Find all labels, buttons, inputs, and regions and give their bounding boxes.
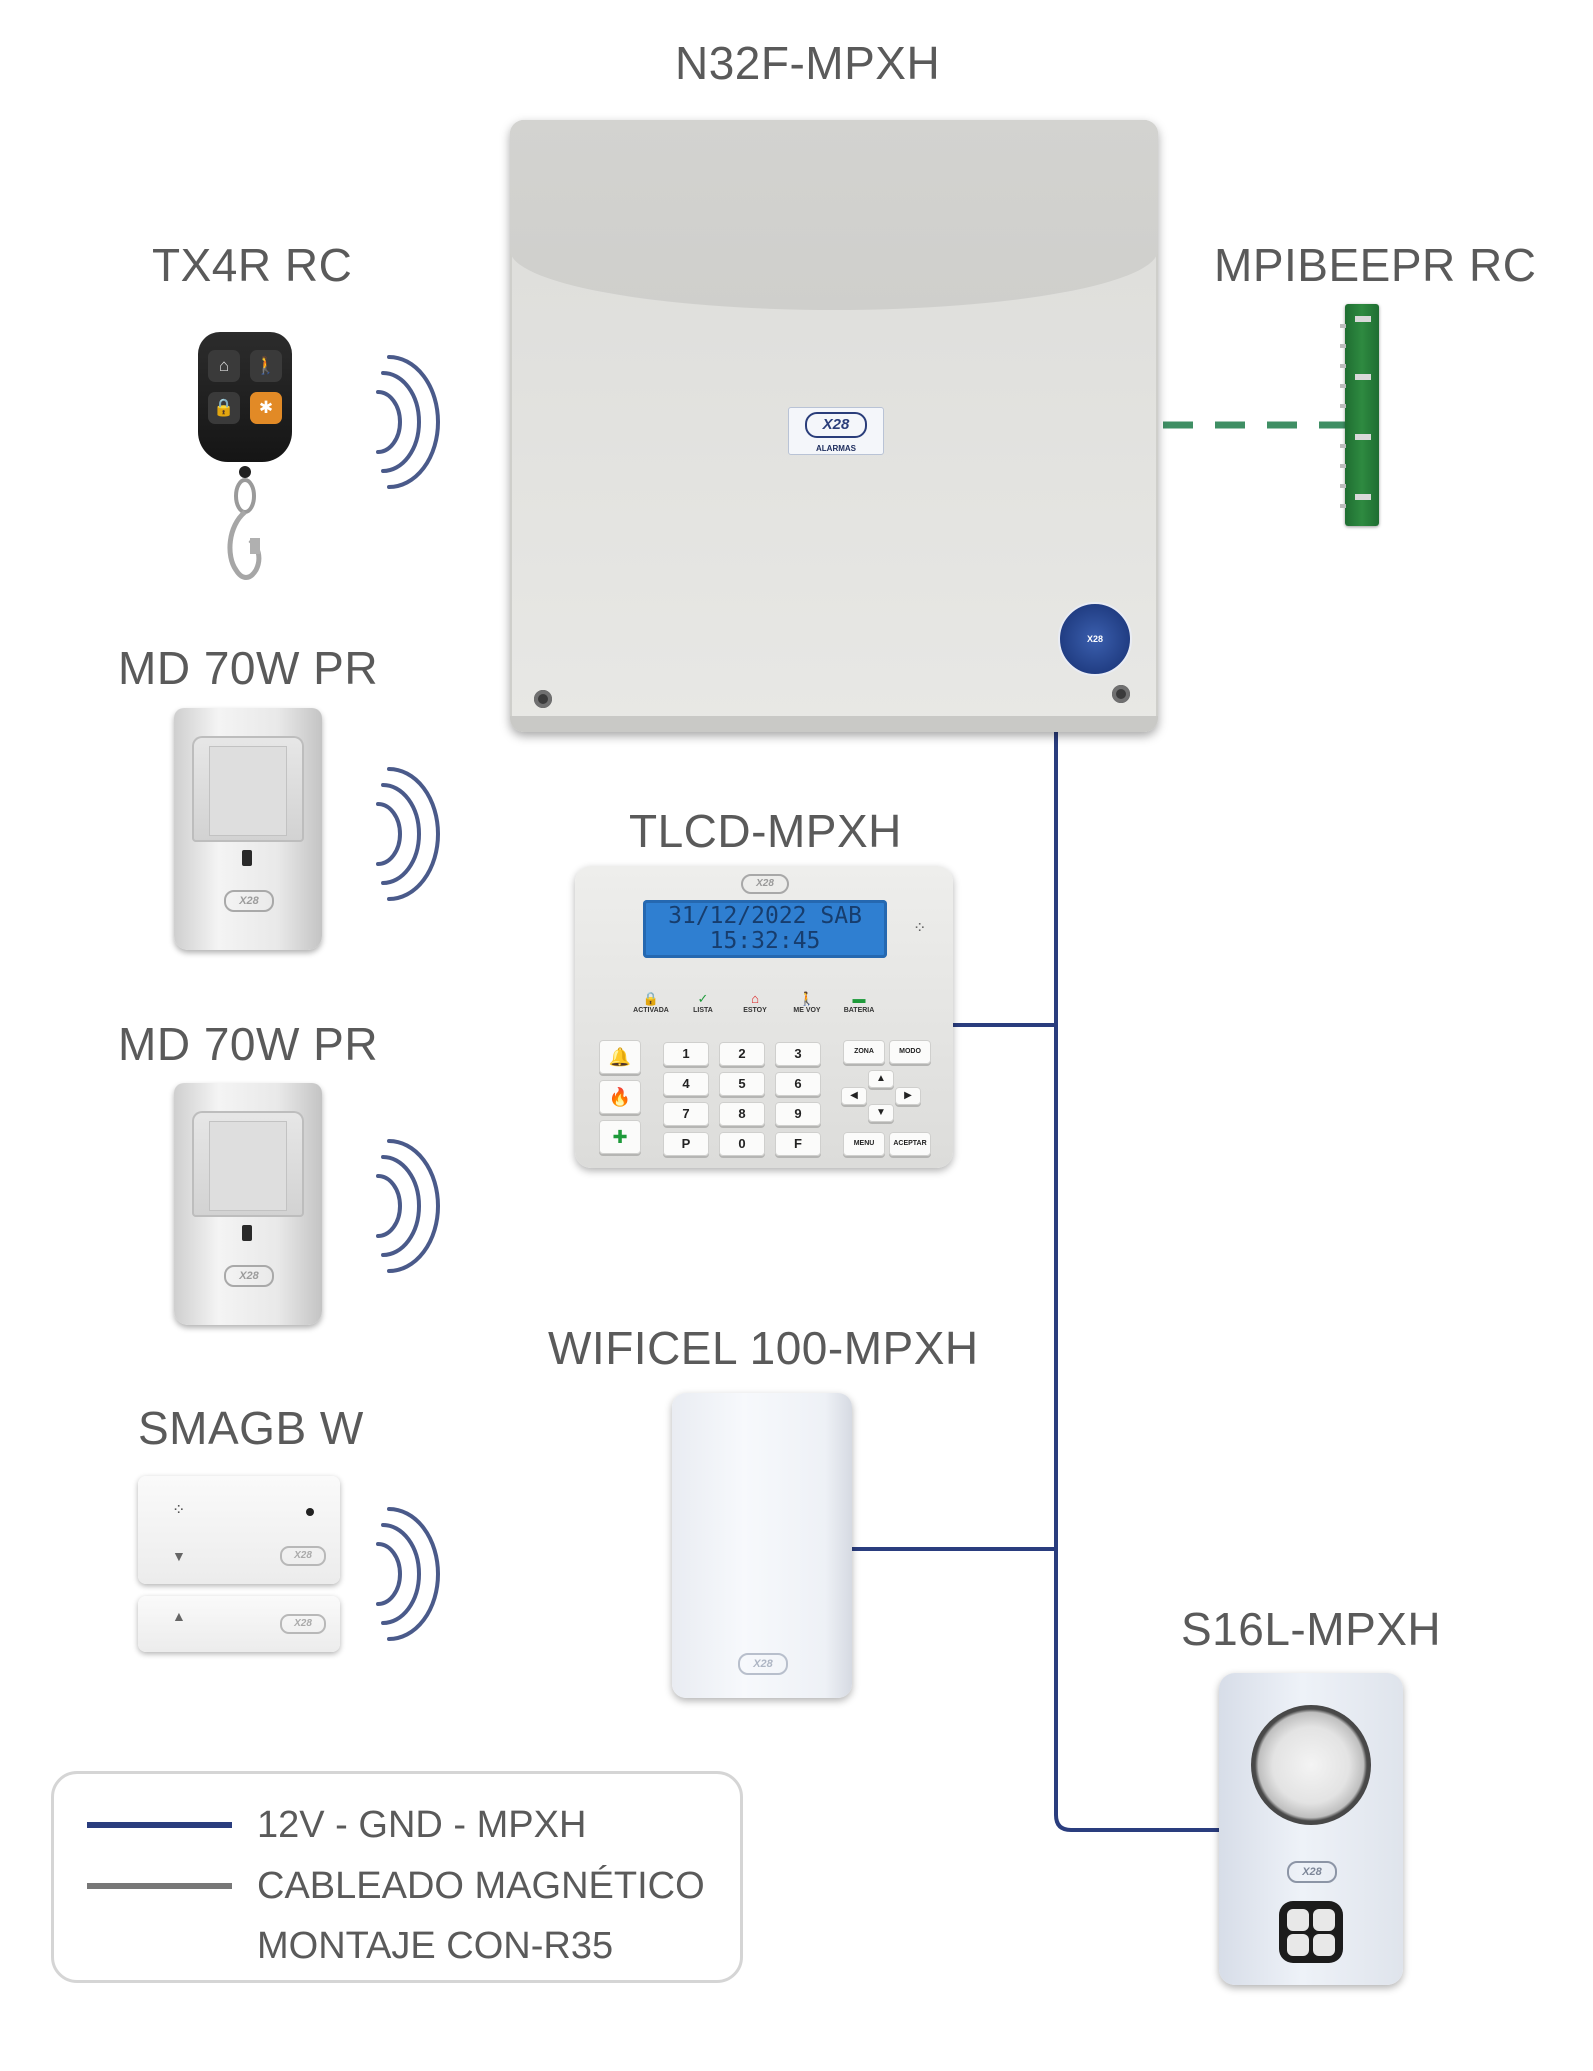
siren-label: S16L-MPXH: [1181, 1603, 1442, 1655]
wifi-cellular-module: X28: [672, 1393, 852, 1698]
pir1-label: MD 70W PR: [118, 642, 379, 694]
keypad-indicators: 🔒ACTIVADA ✓LISTA ⌂ESTOY 🚶ME VOY ▬BATERIA: [625, 990, 885, 1022]
keypad-label: TLCD-MPXH: [629, 805, 902, 857]
indicator-lista: ✓LISTA: [693, 991, 713, 1014]
panel-screw-left: [534, 690, 552, 708]
key-modo: MODO: [889, 1040, 931, 1064]
key-2: 2: [719, 1042, 765, 1066]
medical-key-icon: ✚: [599, 1120, 641, 1154]
panel-seal-sticker: X28: [1058, 602, 1132, 676]
alarm-panel: X28 ALARMAS X28: [510, 120, 1158, 732]
fire-key-icon: 🔥: [599, 1080, 641, 1114]
receiver-module: [1340, 304, 1379, 526]
magnetic-contact-transmitter: ⁘ ▼ X28: [138, 1476, 340, 1584]
siren-horn-icon: [1251, 1705, 1371, 1825]
key-p: P: [663, 1132, 709, 1156]
key-aceptar: ACEPTAR: [889, 1132, 931, 1156]
arrow-left-key-icon: ◀: [841, 1087, 867, 1105]
remote-lock-button-icon: 🔒: [208, 392, 240, 424]
remote-star-button-icon: ✱: [250, 392, 282, 424]
remote-home-button-icon: ⌂: [208, 350, 240, 382]
magnetic-contact-magnet: ▲ X28: [138, 1596, 340, 1652]
pir2-label: MD 70W PR: [118, 1018, 379, 1070]
remote-label: TX4R RC: [152, 239, 353, 291]
key-6: 6: [775, 1072, 821, 1096]
magnetic-led-icon: [306, 1508, 314, 1516]
legend: 12V - GND - MPXH CABLEADO MAGNÉTICO MONT…: [51, 1771, 743, 1983]
receiver-label: MPIBEEPR RC: [1214, 239, 1537, 291]
bus-trunk-line: [1054, 732, 1219, 1832]
key-0: 0: [719, 1132, 765, 1156]
magnetic-label: SMAGB W: [138, 1402, 364, 1454]
pir-sensor-2: X28: [174, 1083, 322, 1325]
remote-walk-button-icon: 🚶: [250, 350, 282, 382]
key-8: 8: [719, 1102, 765, 1126]
panic-bell-key-icon: 🔔: [599, 1040, 641, 1074]
indicator-bateria: ▬BATERIA: [843, 991, 875, 1014]
strobe-siren: X28: [1219, 1673, 1403, 1985]
key-f: F: [775, 1132, 821, 1156]
lcd-keypad: X28 31/12/2022 SAB 15:32:45 ⁘ 🔒ACTIVADA …: [575, 866, 953, 1168]
key-menu: MENU: [843, 1132, 885, 1156]
strobe-light-icon: [1279, 1901, 1343, 1963]
wireless-signal-pir1: [376, 767, 440, 901]
keyring-icon: [227, 466, 262, 580]
speaker-icon: ⁘: [913, 920, 927, 937]
arrow-right-key-icon: ▶: [895, 1087, 921, 1105]
remote-control: ⌂ 🚶 🔒 ✱: [198, 332, 292, 462]
key-4: 4: [663, 1072, 709, 1096]
wireless-signal-remote: [376, 355, 440, 489]
key-zona: ZONA: [843, 1040, 885, 1064]
key-9: 9: [775, 1102, 821, 1126]
magnetic-speaker-icon: ⁘: [172, 1502, 186, 1519]
panel-label: N32F-MPXH: [675, 37, 941, 89]
key-7: 7: [663, 1102, 709, 1126]
indicator-estoy: ⌂ESTOY: [743, 991, 767, 1014]
arrow-up-key-icon: ▲: [868, 1070, 894, 1088]
key-1: 1: [663, 1042, 709, 1066]
key-5: 5: [719, 1072, 765, 1096]
keypad-lcd-display: 31/12/2022 SAB 15:32:45: [643, 900, 887, 958]
arrow-down-icon: ▼: [172, 1548, 186, 1564]
key-3: 3: [775, 1042, 821, 1066]
wireless-signal-magnetic: [376, 1507, 440, 1641]
arrow-down-key-icon: ▼: [868, 1104, 894, 1122]
wifi-label: WIFICEL 100-MPXH: [548, 1322, 979, 1374]
panel-logo: X28 ALARMAS: [788, 407, 884, 455]
indicator-activada: 🔒ACTIVADA: [633, 991, 669, 1014]
wireless-signal-pir2: [376, 1139, 440, 1273]
arrow-up-icon: ▲: [172, 1608, 186, 1624]
pir-sensor-1: X28: [174, 708, 322, 950]
indicator-me-voy: 🚶ME VOY: [793, 991, 821, 1014]
panel-screw-right: [1112, 685, 1130, 703]
